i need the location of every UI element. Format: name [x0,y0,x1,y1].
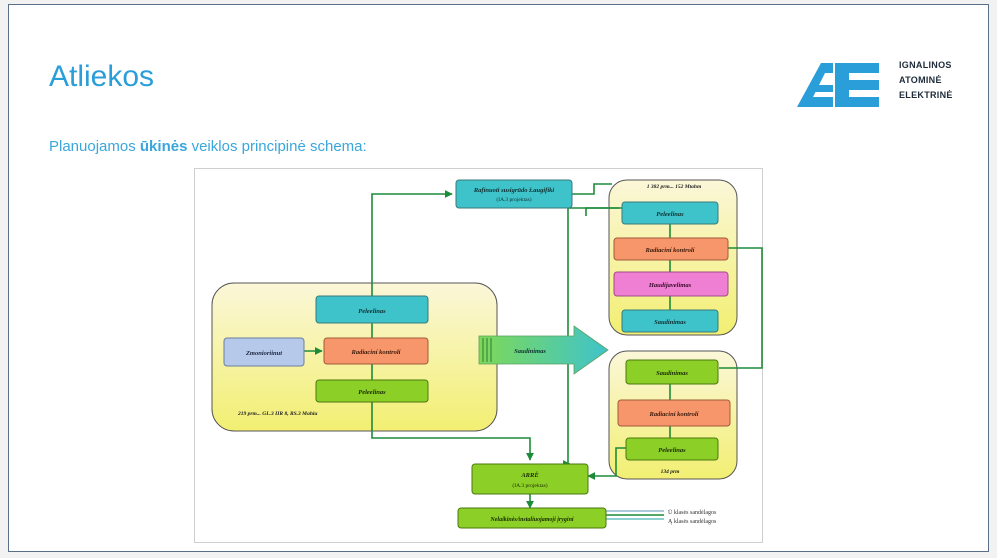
rt-saudinimas-box [621,309,719,333]
bottom-box-title: ARRĖ [520,471,539,479]
left-footer-label: 219 prm... GL.3 IIR 8, RS.3 Mahiu [237,411,317,417]
logo-text: IGNALINOS ATOMINĖ ELEKTRINĖ [899,58,953,103]
subtitle-suffix: schema: [305,138,367,155]
rt-peleelinas-box [621,201,719,225]
logo-line-2: ATOMINĖ [899,75,942,85]
slide-title: Atliekos [49,60,155,93]
bottom-last-label: Nelaikinės/instaliuojamoji įrygini [489,517,574,523]
rt-radiaciai-box [613,237,729,261]
rb-peleelinas-label: Peleelinas [658,447,686,454]
top-box [455,179,573,209]
legend-label-1: Ū klasės sandėlagos [668,509,717,516]
rt-haudijavelimas-box [613,271,729,297]
arrow-stripes [482,338,492,362]
left-zmonioriinut-label: Zmonioriinut [245,350,282,357]
rt-peleelinas-label: Peleelinas [656,211,684,218]
left-radiaciai-box [323,337,429,365]
left-peleelinas2-box [315,379,429,403]
bottom-box [471,463,589,495]
subtitle-prefix: Planuojamos [49,138,140,155]
rt-haudijavelimas-label: Haudijavelimas [648,282,692,289]
left-peleelinas-label: Peleelinas [358,308,386,315]
slide-subtitle: Planuojamos ūkinės veiklos principinė sc… [49,138,367,155]
logo-line-3: ELEKTRINĖ [899,90,953,100]
top-box-title: Rafinuoti susigrūdo ž.augifiki [473,187,555,194]
left-peleelinas2-label: Peleelinas [358,389,386,396]
scheme-diagram: Ū klasės sandėlagos Ą klasės sandėlagos … [194,168,763,543]
rt-radiaciai-label: Radiaciní kontrolí [645,247,696,254]
top-right-label: 1 382 prm... 152 Mtahm [647,184,702,190]
left-zmonioriinut-box [223,337,305,367]
bottom-last-box [457,507,607,529]
logo-mark-icon [797,63,879,107]
scheme-diagram-svg: Ū klasės sandėlagos Ą klasės sandėlagos … [194,168,763,543]
subtitle-mid: veiklos principinė [187,138,306,155]
subtitle-bold: ūkinės [139,138,188,155]
left-radiaciai-label: Radiaciní kontrolí [351,349,402,356]
rb-peleelinas-box [625,437,719,461]
left-peleelinas-box [315,295,429,324]
bottom-box-sub: (IA.3 projektas) [512,482,547,489]
logo-line-1: IGNALINOS [899,60,952,70]
rt-saudinimas-label: Saudinimas [654,319,686,326]
legend-label-2: Ą klasės sandėlagos [668,519,717,525]
rb-saudinimas-box [625,359,719,385]
company-logo [793,55,973,115]
top-box-sub: (IA.3 projektas) [496,196,531,203]
rb-saudinimas-label: Saudinimas [656,370,688,377]
slide: Atliekos Planuojamos ūkinės veiklos prin… [8,4,989,552]
transfer-arrow [478,325,609,375]
rb-radiaciai-label: Radiaciní kontrolí [649,411,700,418]
rb-footer-label: 134 prm [661,469,681,475]
arrow-label: Saudinimas [514,348,546,355]
rb-radiaciai-box [617,399,731,427]
